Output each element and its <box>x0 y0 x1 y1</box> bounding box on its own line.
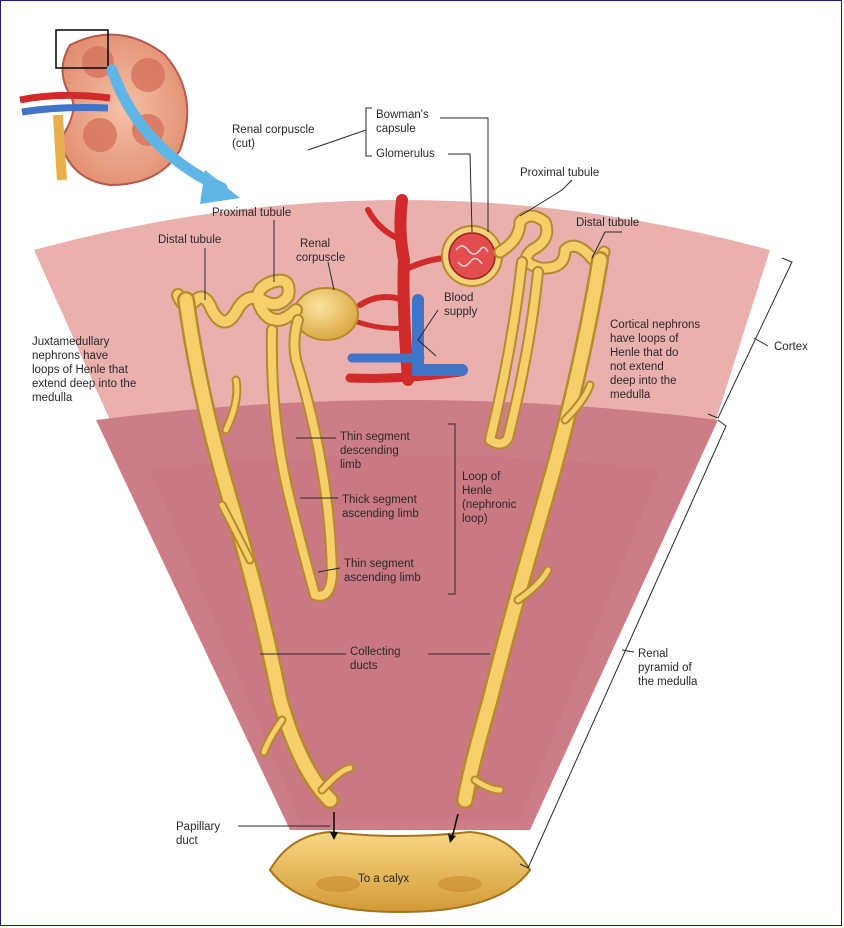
bowman-bracket <box>366 108 372 156</box>
label-proximal-tubule-right: Proximal tubule <box>520 167 599 179</box>
calyx <box>270 832 530 912</box>
label-proximal-tubule-left: Proximal tubule <box>212 207 291 219</box>
kidney-thumbnail <box>20 30 187 185</box>
label-bowmans-capsule: Bowman's capsule <box>376 109 432 135</box>
medulla-bracket-tick <box>622 650 634 652</box>
renal-corpuscle <box>294 288 358 340</box>
label-glomerulus: Glomerulus <box>376 148 435 160</box>
label-to-a-calyx: To a calyx <box>358 873 409 885</box>
label-renal-pyramid: Renal pyramid of the medulla <box>638 648 698 688</box>
label-distal-tubule-right: Distal tubule <box>576 217 639 229</box>
cortex-bracket-tick <box>754 338 768 346</box>
label-distal-tubule-left: Distal tubule <box>158 234 221 246</box>
zoom-arrowhead <box>200 170 240 204</box>
glomerulus-cut <box>442 226 502 286</box>
label-papillary-duct: Papillary duct <box>176 821 223 847</box>
label-renal-corpuscle-cut: Renal corpuscle (cut) <box>232 124 318 150</box>
label-cortex: Cortex <box>774 341 808 353</box>
